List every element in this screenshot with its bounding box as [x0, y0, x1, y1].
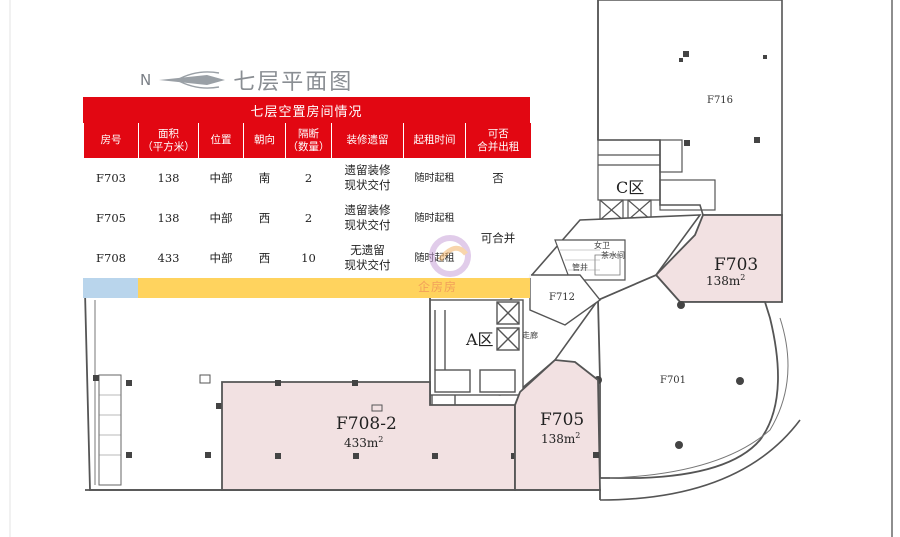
label-f708-2-area: 433m2 [344, 435, 384, 450]
col-room: 房号 [83, 123, 139, 158]
north-label: N [140, 71, 152, 89]
label-f705: F705 [540, 410, 585, 430]
core-a [427, 299, 524, 409]
label-f708-2: F708-2 [336, 414, 397, 434]
label-f701: F701 [660, 375, 687, 386]
label-zone-a: A区 [466, 330, 494, 349]
label-f716: F716 [707, 95, 734, 106]
cell-facing: 南 [258, 170, 271, 185]
cell-area: 433 [157, 250, 180, 265]
cell-decor: 无遗留现状交付 [344, 243, 391, 272]
table-row: F703 138 中部 南 2 遗留装修现状交付 随时起租 否 [84, 158, 531, 198]
cell-room: F708 [96, 250, 126, 265]
col-facing: 朝向 [243, 123, 286, 158]
col-start: 起租时间 [403, 123, 466, 158]
cell-decor: 遗留装修现状交付 [344, 203, 391, 232]
north-arrow-icon [159, 71, 226, 89]
cell-facing: 西 [258, 250, 271, 265]
label-f703-area: 138m2 [706, 273, 746, 288]
cell-area: 138 [157, 170, 180, 185]
footer-blue-block [83, 278, 138, 298]
cell-decor: 遗留装修现状交付 [344, 163, 391, 192]
cell-room: F705 [96, 210, 126, 225]
label-f705-area: 138m2 [541, 431, 581, 446]
label-shaft: 管井 [572, 263, 588, 272]
label-water-room: 茶水间 [601, 251, 625, 260]
watermark-logo-icon [429, 235, 471, 277]
cell-merge: 否 [492, 170, 504, 185]
vacancy-footer-bar [83, 278, 530, 298]
label-corridor: 走廊 [522, 331, 538, 340]
room-f701 [592, 273, 801, 501]
label-toilet: 女卫 [594, 241, 610, 250]
cell-position: 中部 [209, 170, 233, 185]
cell-room: F703 [96, 170, 126, 185]
label-f712: F712 [549, 292, 576, 303]
vacancy-grid: 房号 面积（平方米） 位置 朝向 隔断（数量） 装修遗留 起租时间 可否合并出租… [83, 123, 531, 278]
core-c [597, 139, 716, 221]
cell-position: 中部 [209, 210, 233, 225]
col-decor: 装修遗留 [331, 123, 404, 158]
f708-columns [275, 380, 517, 459]
cell-position: 中部 [209, 250, 233, 265]
cell-area: 138 [157, 210, 180, 225]
label-zone-c: C区 [616, 178, 645, 197]
cell-facing: 西 [258, 210, 271, 225]
vacancy-heading: 七层空置房间情况 [83, 97, 530, 123]
cell-start: 随时起租 [414, 172, 455, 184]
cell-partitions: 2 [304, 210, 313, 225]
label-f703: F703 [714, 255, 759, 275]
table-row: F705 138 中部 西 2 遗留装修现状交付 随时起租 可合并 [84, 198, 531, 245]
col-position: 位置 [198, 123, 244, 158]
floor-title: 七层平面图 [233, 70, 354, 95]
room-f712 [529, 274, 602, 326]
cell-start: 随时起租 [414, 212, 455, 224]
watermark-text: 企房房 [418, 280, 458, 294]
cell-merge: 可合并 [480, 230, 516, 245]
col-partitions: 隔断（数量） [285, 123, 332, 158]
vacancy-header-row: 房号 面积（平方米） 位置 朝向 隔断（数量） 装修遗留 起租时间 可否合并出租 [83, 123, 531, 158]
footer-yellow-block [138, 278, 530, 298]
cell-partitions: 10 [301, 250, 316, 265]
col-merge: 可否合并出租 [465, 123, 531, 158]
vacancy-table: 七层空置房间情况 房号 面积（平方米） 位置 朝向 隔断（数量） 装修遗留 起租… [83, 97, 531, 298]
col-area: 面积（平方米） [138, 123, 199, 158]
floor-title-group: N 七层平面图 [140, 64, 353, 96]
cell-partitions: 2 [304, 170, 313, 185]
